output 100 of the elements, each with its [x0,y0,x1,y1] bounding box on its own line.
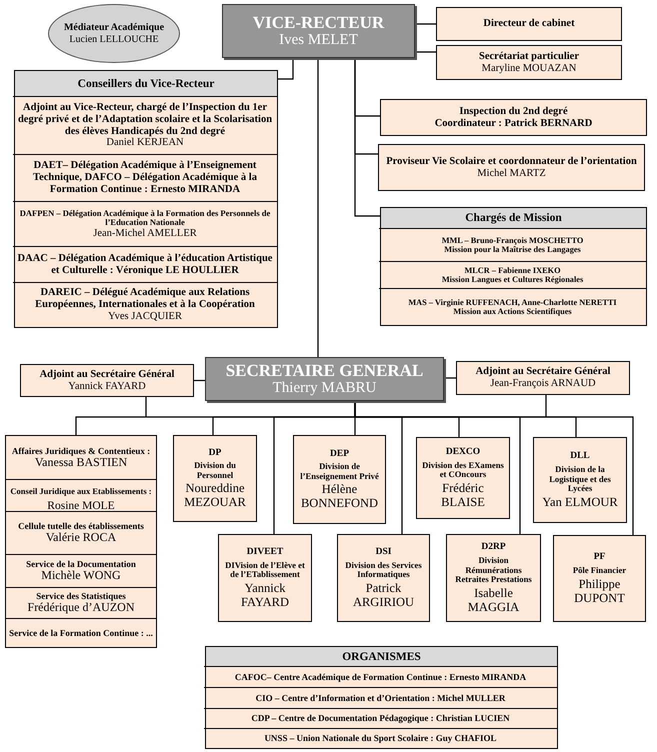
org-box [20,364,194,397]
org-box [553,535,646,622]
unit-description: DIVision de l’Elève et de l’ETablissement [224,560,306,580]
unit-label: MAS – Virginie RUFFENACH, Anne-Charlotte NERETTI [408,298,617,307]
unit-label: VICE-RECTEUR [252,13,384,32]
unit-label: Directeur de cabinet [483,18,575,30]
org-box [218,534,312,622]
unit-label: Adjoint au Secrétaire Général [40,368,174,380]
unit-label: Service des Statistiques [36,591,126,602]
panel [380,207,647,326]
unit-label: DAFPEN – Délégation Académique à la Formation des Personnels de l’Education Nationale [18,208,272,228]
org-box [337,534,430,622]
unit-label: DAREIC – Délégué Académique aux Relations Européennes, Internationales et à la Coopération [34,287,256,311]
unit-label: Conseil Juridique aux Etablissements : [10,486,152,496]
panel [14,70,278,328]
org-box [222,4,415,58]
unit-label: DAET– Délégation Académique à l’Enseignement Technique, DAFCO – Délégation Académique à la Formation Continue : Ernesto MIRANDA [32,160,258,196]
person-name: Jean-Michel AMELLER [93,228,197,240]
person-name: Thierry MABRU [272,380,376,397]
org-box [5,511,157,555]
person-name: Michèle WONG [41,569,121,583]
connector-line [278,58,294,80]
unit-label: DSI [376,547,392,558]
person-name: Mission aux Actions Scientifiques [453,307,572,316]
unit-label: DEXCO [446,447,480,458]
connector-line [354,58,380,217]
org-box [446,534,541,622]
connector-line [145,397,147,417]
unit-label: Inspection du 2nd degré [459,106,568,118]
unit-description: Division du Personnel [193,461,237,480]
unit-label: Secrétariat particulier [479,50,579,62]
unit-label: Service de la Formation Continue : ... [9,628,153,638]
org-box [5,554,157,588]
person-name: Frédérique d’AUZON [28,601,134,615]
connector-line [545,395,547,417]
person-name: Patrick ARGIRIOU [352,580,416,609]
person-name: Mission pour la Maîtrise des Langages [444,245,581,254]
unit-description: Division de la Logistique et des Lycées [548,464,612,494]
unit-label: DP [208,448,222,458]
person-name: Yves JACQUIER [108,310,182,323]
unit-label: DAAC – Délégation Académique à l’éducation Artistique et Culturelle : Véronique LE HOULLIER [16,252,274,276]
unit-label: Service de la Documentation [26,559,136,570]
person-name: Hélène BONNEFOND [300,482,380,510]
connector-line [317,58,319,357]
person-name: Daniel KERJEAN [106,137,184,149]
org-box [533,437,627,523]
unit-label: Proviseur Vie Scolaire et coordonnateur de l’orientation [386,156,637,168]
unit-label: CDP – Centre de Documentation Pédagogique : Christian LUCIEN [251,713,510,724]
person-name: Yannick FAYARD [68,380,146,392]
org-box [416,437,510,519]
org-box [5,618,157,648]
org-box [436,7,622,41]
unit-label: Affaires Juridiques & Contentieux : [12,446,150,456]
unit-label: DLL [570,451,590,462]
person-name: Ives MELET [279,32,358,49]
org-box [456,361,630,395]
org-box [5,479,157,512]
unit-description: Pôle Financier [572,566,626,576]
panel [205,646,558,749]
person-name: Yannick FAYARD [240,580,290,609]
unit-label: Adjoint au Vice-Recteur, chargé de l’Inspection du 1er degré privé et de l’Adaptation scolaire et la Scolarisation des élèves Handicapés du 2nd degré [16,102,274,138]
panel-header: Chargés de Mission [381,208,646,229]
unit-label: Médiateur Académique [64,22,164,34]
connector-line [415,23,436,25]
person-name: Valérie ROCA [46,531,116,545]
org-box [205,357,444,401]
unit-description: Division des Services Informatiques [344,560,423,580]
org-box [5,435,157,480]
person-name: Noureddine MEZOUAR [183,481,247,510]
person-name: Philippe DUPONT [573,576,626,605]
unit-label: D2RP [481,542,506,553]
unit-label: DEP [330,448,349,460]
person-name: Lucien LELLOUCHE [69,34,159,45]
person-name: Yan ELMOUR [542,494,618,509]
org-box [380,99,647,136]
unit-label: SECRETAIRE GENERAL [226,361,424,380]
person-name: Frédéric BLAISE [440,480,486,509]
person-name: Jean-François ARNAUD [490,378,596,390]
connector-line [415,51,436,53]
connector-line [354,401,634,535]
org-box [293,435,386,524]
person-name: Maryline MOUAZAN [482,62,576,74]
unit-description: Division des EXamens et COncours [421,460,505,480]
person-name: Isabelle MAGGIA [466,586,520,614]
unit-label: DIVEET [246,547,284,558]
unit-description: Division Rémunérations Retraites Prestations [454,556,533,585]
org-box [436,45,622,80]
person-name: Michel MARTZ [477,168,546,180]
person-name: Vanessa BASTIEN [34,456,128,470]
unit-label: CIO – Centre d’Information et d’Orientation : Michel MULLER [256,692,506,704]
unit-description: Division de l’Enseignement Privé [299,462,380,482]
unit-label: Cellule tutelle des établissements [18,521,144,532]
person-name: Rosine MOLE [47,500,115,512]
unit-label: Adjoint au Secrétaire Général [476,366,610,378]
org-box [378,144,645,191]
person-name: Coordinateur : Patrick BERNARD [434,118,592,130]
org-box [5,587,157,619]
org-box [173,435,257,522]
person-name: Mission Langues et Cultures Régionales [442,275,584,284]
unit-label: MML – Bruno-François MOSCHETTO [442,236,584,245]
